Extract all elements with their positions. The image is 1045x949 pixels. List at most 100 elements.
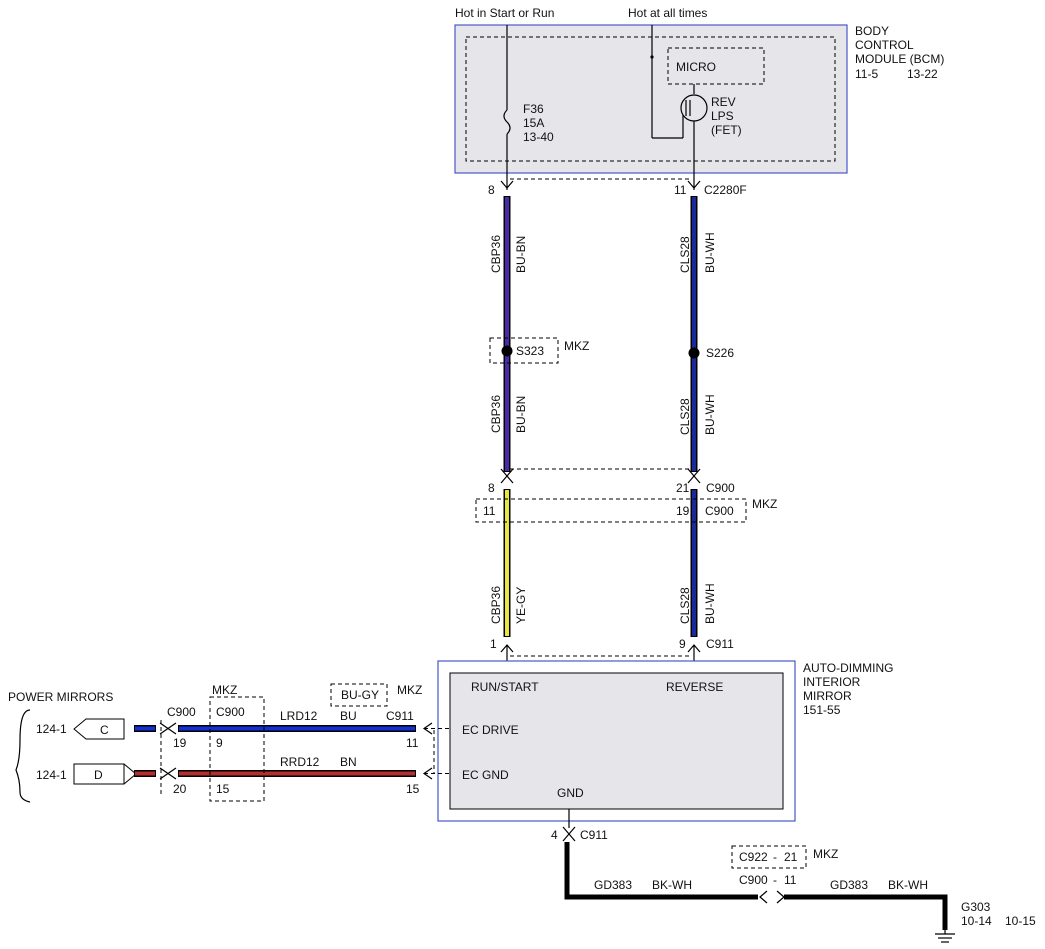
mirror-title-3: MIRROR	[803, 689, 852, 703]
pm-c911-label: C911	[386, 709, 414, 723]
connector-c900-mkz	[475, 498, 747, 523]
ground-circuit	[562, 809, 955, 943]
gd383-left: GD383	[594, 878, 632, 892]
pin-run-start: RUN/START	[471, 680, 539, 694]
bcm-module	[454, 24, 848, 174]
gnd-c900-dash: -	[773, 873, 777, 887]
gnd-c911-pin: 4	[551, 828, 558, 842]
c911-pin-left: 1	[490, 637, 497, 651]
c911-label: C911	[706, 637, 734, 651]
wire-color-bu-wh-c: BU-WH	[703, 583, 717, 624]
c900-mkz-side-box	[209, 696, 265, 802]
fuse-rating: 15A	[523, 116, 544, 130]
ref-124-1-a: 124-1	[36, 722, 67, 736]
mirror-title-2: INTERIOR	[803, 675, 861, 689]
rev-label-3: (FET)	[711, 123, 742, 137]
fuse-name: F36	[523, 102, 544, 116]
wire-lrd12	[134, 722, 450, 735]
pm-pin-19: 19	[173, 736, 187, 750]
pm-rrd12: RRD12	[280, 755, 320, 769]
splice-s226-label: S226	[706, 346, 734, 360]
c900-mkz-tag: MKZ	[752, 497, 777, 511]
connector-c2280f	[500, 178, 701, 189]
bcm-ref-1: 11-5	[855, 67, 878, 81]
pm-bu-gy: BU-GY	[341, 688, 379, 702]
splice-s323	[489, 337, 559, 364]
rev-label-2: LPS	[711, 109, 734, 123]
pin-gnd: GND	[557, 786, 584, 800]
pin-reverse: REVERSE	[666, 680, 723, 694]
hot-all-times-label: Hot at all times	[628, 6, 707, 20]
g303-ref-1: 10-14	[961, 914, 992, 928]
gd383-right: GD383	[830, 878, 868, 892]
g303-label: G303	[961, 900, 991, 914]
wire-cls28-upper	[690, 196, 698, 472]
pin-ec-drive: EC DRIVE	[462, 723, 519, 737]
pm-lrd12-color: BU	[340, 709, 357, 723]
c900-label: C900	[706, 481, 735, 495]
pm-c900-mkz-label: C900	[216, 705, 245, 719]
wire-cbp36-lower	[503, 489, 511, 637]
gnd-c900-pin: 11	[784, 873, 797, 887]
micro-label: MICRO	[676, 60, 716, 74]
c2280f-pin-left: 8	[488, 183, 495, 197]
tag-c	[73, 718, 125, 740]
c900-mkz-label: C900	[705, 504, 734, 518]
g303-ref-2: 10-15	[1005, 914, 1036, 928]
tag-d-label: D	[94, 768, 103, 782]
splice-s226	[688, 347, 700, 359]
mirror-title-1: AUTO-DIMMING	[803, 661, 893, 675]
pin-ec-gnd: EC GND	[462, 768, 509, 782]
power-mirrors-brace	[15, 709, 31, 803]
bcm-title-line1: BODY	[855, 24, 889, 38]
c922-box	[731, 845, 807, 869]
c922-label: C922	[739, 850, 768, 864]
power-mirrors-label: POWER MIRRORS	[8, 690, 113, 704]
bcm-title-line3: MODULE (BCM)	[855, 52, 944, 66]
c922-dash: -	[773, 850, 777, 864]
wire-color-bu-wh-b: BU-WH	[703, 394, 717, 435]
wire-color-bu-wh-a: BU-WH	[703, 232, 717, 273]
pm-mkz2: MKZ	[397, 683, 422, 697]
wire-cls28-lower	[690, 489, 698, 637]
connector-c900	[500, 468, 701, 484]
wire-color-ye-gy: YE-GY	[514, 587, 528, 624]
gd383-left-color: BK-WH	[652, 878, 692, 892]
rev-label-1: REV	[711, 95, 736, 109]
pm-mkz-label: MKZ	[212, 683, 237, 697]
c900-mkz-pin-right: 19	[676, 504, 690, 518]
c911-pin-right: 9	[679, 637, 686, 651]
gnd-c911-label: C911	[580, 828, 608, 842]
tag-d	[73, 763, 137, 785]
fuse-ref: 13-40	[523, 130, 554, 144]
ref-124-1-b: 124-1	[36, 768, 67, 782]
pm-rrd12-color: BN	[340, 755, 357, 769]
gd383-right-color: BK-WH	[888, 878, 928, 892]
wire-label-cbp36-a: CBP36	[489, 235, 503, 273]
c900-pin-right: 21	[676, 481, 690, 495]
pm-pin-9: 9	[216, 736, 223, 750]
hot-start-run-label: Hot in Start or Run	[455, 6, 554, 20]
splice-s323-label: S323	[516, 344, 544, 358]
bcm-title-line2: CONTROL	[855, 38, 914, 52]
wire-label-cbp36-c: CBP36	[489, 586, 503, 624]
pm-c900-label: C900	[167, 705, 196, 719]
wire-label-cls28-c: CLS28	[678, 587, 692, 624]
fuse-f36	[503, 25, 511, 190]
pm-pin-15: 15	[216, 782, 230, 796]
wire-label-cbp36-b: CBP36	[489, 395, 503, 433]
pm-pin-11: 11	[406, 736, 419, 750]
wire-rrd12	[134, 767, 450, 780]
wire-label-cls28-a: CLS28	[678, 236, 692, 273]
gnd-c900-label: C900	[739, 873, 768, 887]
wire-color-bu-bn-a: BU-BN	[514, 236, 528, 273]
c922-pin: 21	[784, 850, 798, 864]
bcm-ref-2: 13-22	[907, 67, 938, 81]
mirror-ref: 151-55	[803, 703, 841, 717]
wire-color-bu-bn-b: BU-BN	[514, 396, 528, 433]
fet-circuit	[650, 25, 708, 190]
c900-mkz-pin-left: 11	[483, 504, 496, 518]
mirror-module	[437, 660, 796, 822]
bu-gy-box	[330, 683, 388, 707]
pm-pin-20: 20	[173, 782, 187, 796]
